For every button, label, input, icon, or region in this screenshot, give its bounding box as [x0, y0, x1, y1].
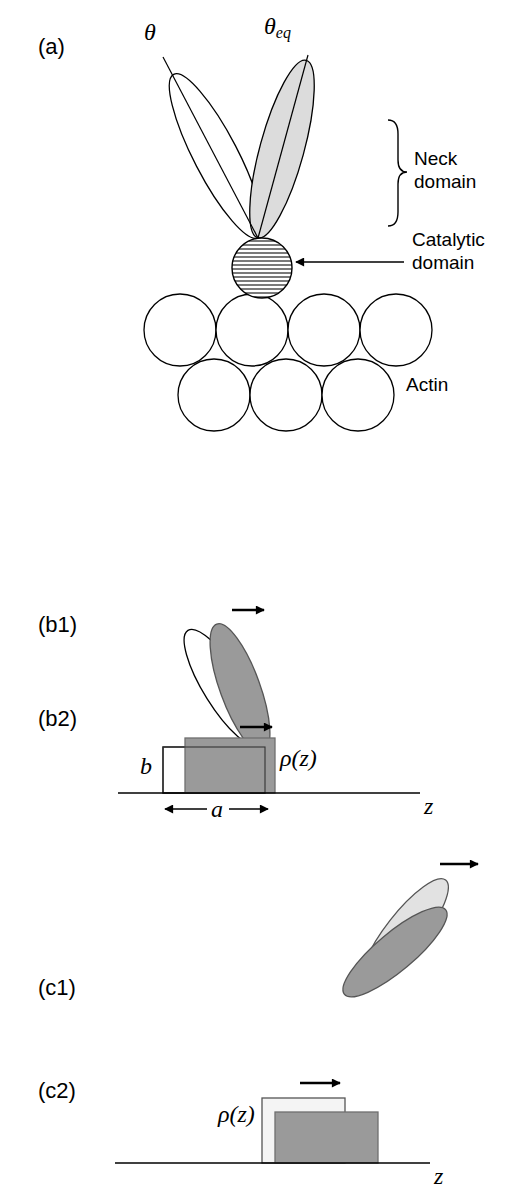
dimension-arrow	[165, 808, 207, 809]
density-profile-outline	[163, 747, 265, 793]
motion-arrow	[300, 1082, 340, 1085]
z-axis	[115, 1162, 430, 1163]
angle-symbol: θ	[144, 18, 156, 47]
function-label: ρ(z)	[280, 744, 317, 773]
brace	[388, 120, 407, 226]
panel-label: (c2)	[38, 1078, 76, 1104]
part-name: Catalytic domain	[412, 229, 500, 275]
axis-label: z	[434, 1162, 443, 1191]
density-profile-shifted	[275, 1112, 378, 1163]
neck-domain-shifted	[332, 895, 458, 1009]
panel-label: (c1)	[38, 975, 76, 1001]
z-axis	[118, 792, 420, 793]
angle-symbol: θeq	[264, 12, 291, 41]
panel-label: (a)	[38, 34, 65, 60]
dimension-arrow	[229, 808, 268, 809]
part-name: Neck domain	[414, 148, 496, 194]
actin-monomer	[144, 294, 216, 366]
angle-axis	[258, 55, 308, 238]
leader-arrow	[296, 261, 404, 262]
axis-label: z	[424, 792, 433, 821]
dimension-label: a	[211, 795, 223, 824]
motion-arrow	[440, 863, 478, 866]
motion-arrow	[232, 609, 264, 612]
angle-axis	[163, 57, 258, 238]
neck-domain-equilibrium	[237, 54, 328, 243]
actin-monomer	[288, 294, 360, 366]
actin-monomer	[360, 294, 432, 366]
dimension-label: b	[140, 752, 152, 781]
function-label: ρ(z)	[218, 1100, 255, 1129]
actin-monomer	[216, 294, 288, 366]
actin-monomer	[250, 359, 322, 431]
panel-label: (b1)	[38, 612, 77, 638]
actin-monomer	[322, 359, 394, 431]
part-name: Actin	[406, 374, 448, 397]
motion-arrow	[240, 726, 272, 729]
density-profile-shifted	[185, 738, 275, 793]
actin-filament	[144, 294, 432, 431]
catalytic-domain	[232, 238, 292, 298]
panel-label: (b2)	[38, 706, 77, 732]
actin-monomer	[178, 359, 250, 431]
